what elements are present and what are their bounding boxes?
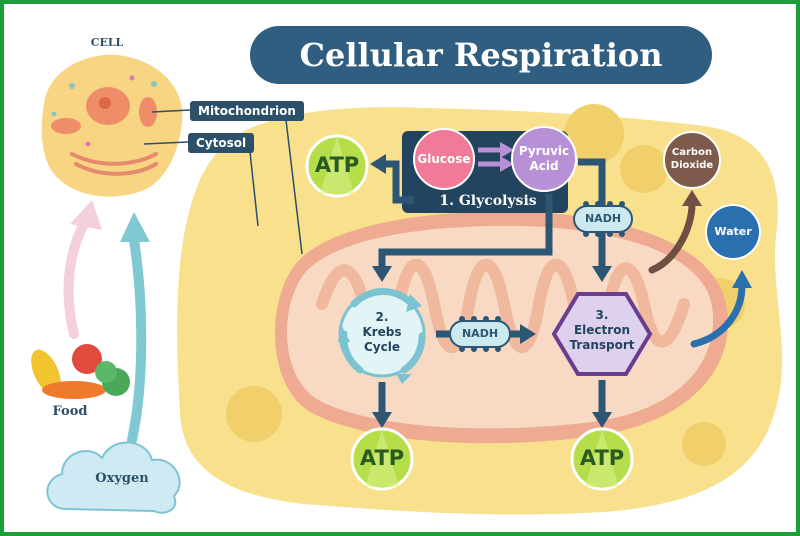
electron-to-carbon-arrow: [648, 200, 696, 274]
water-circle: [705, 204, 761, 260]
cytosol-leader: [249, 151, 259, 227]
food-input-arrow: [63, 219, 89, 339]
food-carrot: [42, 381, 106, 399]
nadh-label-upper: NADH: [584, 212, 622, 225]
oxygen-label: Oxygen: [95, 471, 149, 486]
electron-to-carbon-arrowhead: [682, 190, 702, 206]
atp-label-top: ATP: [314, 153, 360, 177]
glucose-to-pyruvic-arrowhead: [500, 142, 514, 158]
krebs-label-line3: Cycle: [364, 340, 400, 354]
oxygen-input-arrow: [127, 235, 147, 445]
krebs-label-line1: 2.: [375, 310, 389, 324]
cell-mitochondrion-1: [51, 118, 81, 134]
cell-vesicle: [151, 81, 157, 87]
pyruvic-to-krebs-arrowhead: [372, 266, 392, 282]
glycolysis-label: 1. Glycolysis: [439, 193, 537, 209]
cell-label: CELL: [90, 36, 124, 49]
cell-er: [70, 152, 158, 176]
pyruvic-to-electron-arrowhead: [592, 266, 612, 282]
carbon-dioxide-circle: [663, 131, 721, 189]
cell-vesicle: [85, 141, 91, 147]
oxygen-cloud: [46, 441, 181, 514]
carbon-dioxide-label-line2: Dioxide: [670, 160, 714, 171]
atp-circle-bottom-right: [570, 427, 634, 491]
carbon-dioxide-label-line1: Carbon: [671, 147, 713, 158]
food-input-arrowhead: [70, 200, 102, 230]
krebs-label-line2: Krebs: [362, 325, 402, 339]
diagram-graphics: [31, 54, 783, 515]
mitochondrion-label: Mitochondrion: [190, 101, 304, 121]
cytosol-spot: [620, 145, 668, 193]
krebs-loop-arrowhead: [338, 326, 350, 342]
cytosol-label: Cytosol: [188, 133, 255, 153]
krebs-to-electron-arrowhead: [520, 324, 536, 344]
food-label: Food: [52, 404, 88, 419]
glucose-label: Glucose: [417, 152, 471, 166]
pyruvic-acid-circle: [511, 126, 577, 192]
pyruvic-to-krebs-arrow: [378, 194, 553, 268]
pyruvic-acid-label-line2: Acid: [529, 159, 559, 173]
mitochondrion-leader: [285, 119, 303, 255]
atp-circle-bottom-left: [350, 427, 414, 491]
cytosol-spot: [564, 104, 624, 164]
electron-label-line2: Electron: [573, 323, 630, 337]
krebs-to-atp-arrowhead: [372, 412, 392, 428]
electron-to-water-arrowhead: [732, 270, 752, 288]
mitochondrion-leader: [151, 109, 191, 113]
atp-circle-top: [305, 134, 369, 198]
electron-transport-hexagon: [551, 292, 653, 376]
diagram-title: Cellular Respiration: [299, 36, 663, 74]
glucose-to-pyruvic-arrowhead: [500, 156, 514, 172]
atp-label-bottom-right: ATP: [579, 446, 625, 470]
water-label: Water: [714, 225, 752, 238]
krebs-loop-arrowhead: [396, 374, 412, 384]
cytosol-leader: [143, 141, 189, 145]
cell-vesicle: [51, 111, 57, 117]
nadh-label-middle: NADH: [461, 327, 499, 340]
cell-body: [41, 54, 183, 197]
food-broccoli: [95, 361, 117, 383]
electron-label-line3: Transport: [569, 338, 635, 352]
atp-label-bottom-left: ATP: [359, 446, 405, 470]
nadh-pill-middle: [449, 316, 511, 352]
cell-vesicle: [69, 83, 75, 89]
title-banner: Cellular Respiration: [250, 26, 712, 84]
cytosol-spot: [226, 386, 282, 442]
electron-label-line1: 3.: [595, 308, 609, 322]
food-apple: [72, 344, 102, 374]
oxygen-input-arrowhead: [120, 212, 150, 242]
cell-vesicle: [129, 75, 135, 81]
cell-nucleolus: [99, 97, 111, 109]
krebs-loop-arrowhead: [406, 294, 422, 312]
electron-to-water-arrow: [690, 282, 746, 348]
glycolysis-to-atp-arrowhead: [370, 154, 386, 174]
cytosol-spot: [682, 422, 726, 466]
pyruvic-acid-label-line1: Pyruvic: [518, 144, 570, 158]
nadh-pill-upper: [573, 201, 633, 237]
glucose-circle: [413, 128, 475, 190]
cell-mitochondrion-2: [139, 97, 157, 127]
electron-to-atp-arrowhead: [592, 412, 612, 428]
glycolysis-to-atp-arrow: [384, 160, 414, 204]
